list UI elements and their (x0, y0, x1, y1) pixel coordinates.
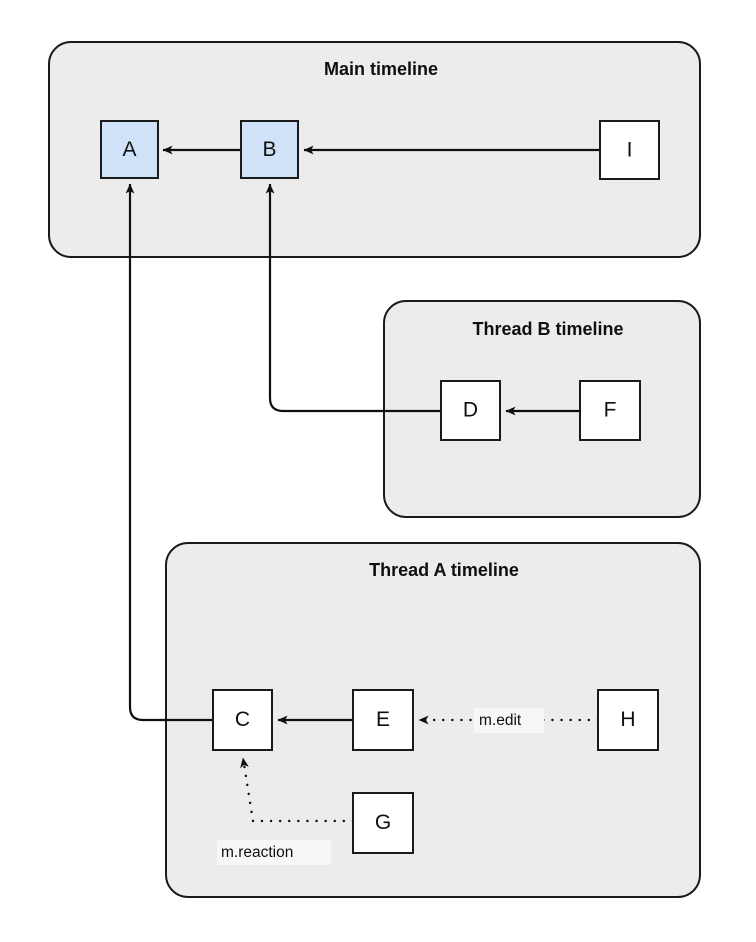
panel-thread-b-body (383, 300, 701, 518)
node-i-box (599, 120, 660, 180)
node-b-box (240, 120, 299, 179)
node-f-box (579, 380, 641, 441)
edge-label-m-edit: m.edit (474, 708, 544, 733)
edge-g-to-c[interactable] (240, 756, 355, 823)
node-a-box (100, 120, 159, 179)
node-h[interactable]: H (597, 689, 659, 751)
node-f[interactable]: F (579, 380, 641, 441)
node-d-box (440, 380, 501, 441)
node-g-box (352, 792, 414, 854)
node-e-label: E (376, 708, 390, 731)
node-g[interactable]: G (352, 792, 414, 854)
node-i[interactable]: I (599, 120, 660, 180)
node-e[interactable]: E (352, 689, 414, 751)
edge-label-m-reaction-bg (217, 840, 331, 865)
node-c-box (212, 689, 273, 751)
node-d-label: D (463, 399, 478, 422)
panel-thread-a-title: Thread A timeline (369, 560, 519, 580)
node-g-label: G (375, 811, 391, 834)
node-i-label: I (627, 139, 633, 162)
node-c[interactable]: C (212, 689, 273, 751)
node-c-label: C (235, 708, 250, 731)
panel-main-title: Main timeline (324, 59, 438, 79)
edge-label-m-reaction: m.reaction (217, 840, 331, 865)
panel-thread-b-title: Thread B timeline (472, 319, 623, 339)
edge-label-m-reaction-text: m.reaction (221, 844, 293, 861)
panel-thread-b[interactable]: Thread B timeline (383, 300, 701, 518)
edge-d-to-b[interactable] (265, 183, 441, 413)
node-e-box (352, 689, 414, 751)
edge-c-to-a[interactable] (125, 183, 213, 722)
node-a[interactable]: A (100, 120, 159, 179)
edge-label-m-edit-text: m.edit (479, 712, 522, 729)
node-d[interactable]: D (440, 380, 501, 441)
edge-label-m-edit-bg (474, 708, 544, 733)
node-b-label: B (262, 138, 276, 161)
node-a-label: A (122, 138, 136, 161)
node-h-label: H (620, 708, 635, 731)
node-f-label: F (604, 399, 617, 422)
node-h-box (597, 689, 659, 751)
node-b[interactable]: B (240, 120, 299, 179)
